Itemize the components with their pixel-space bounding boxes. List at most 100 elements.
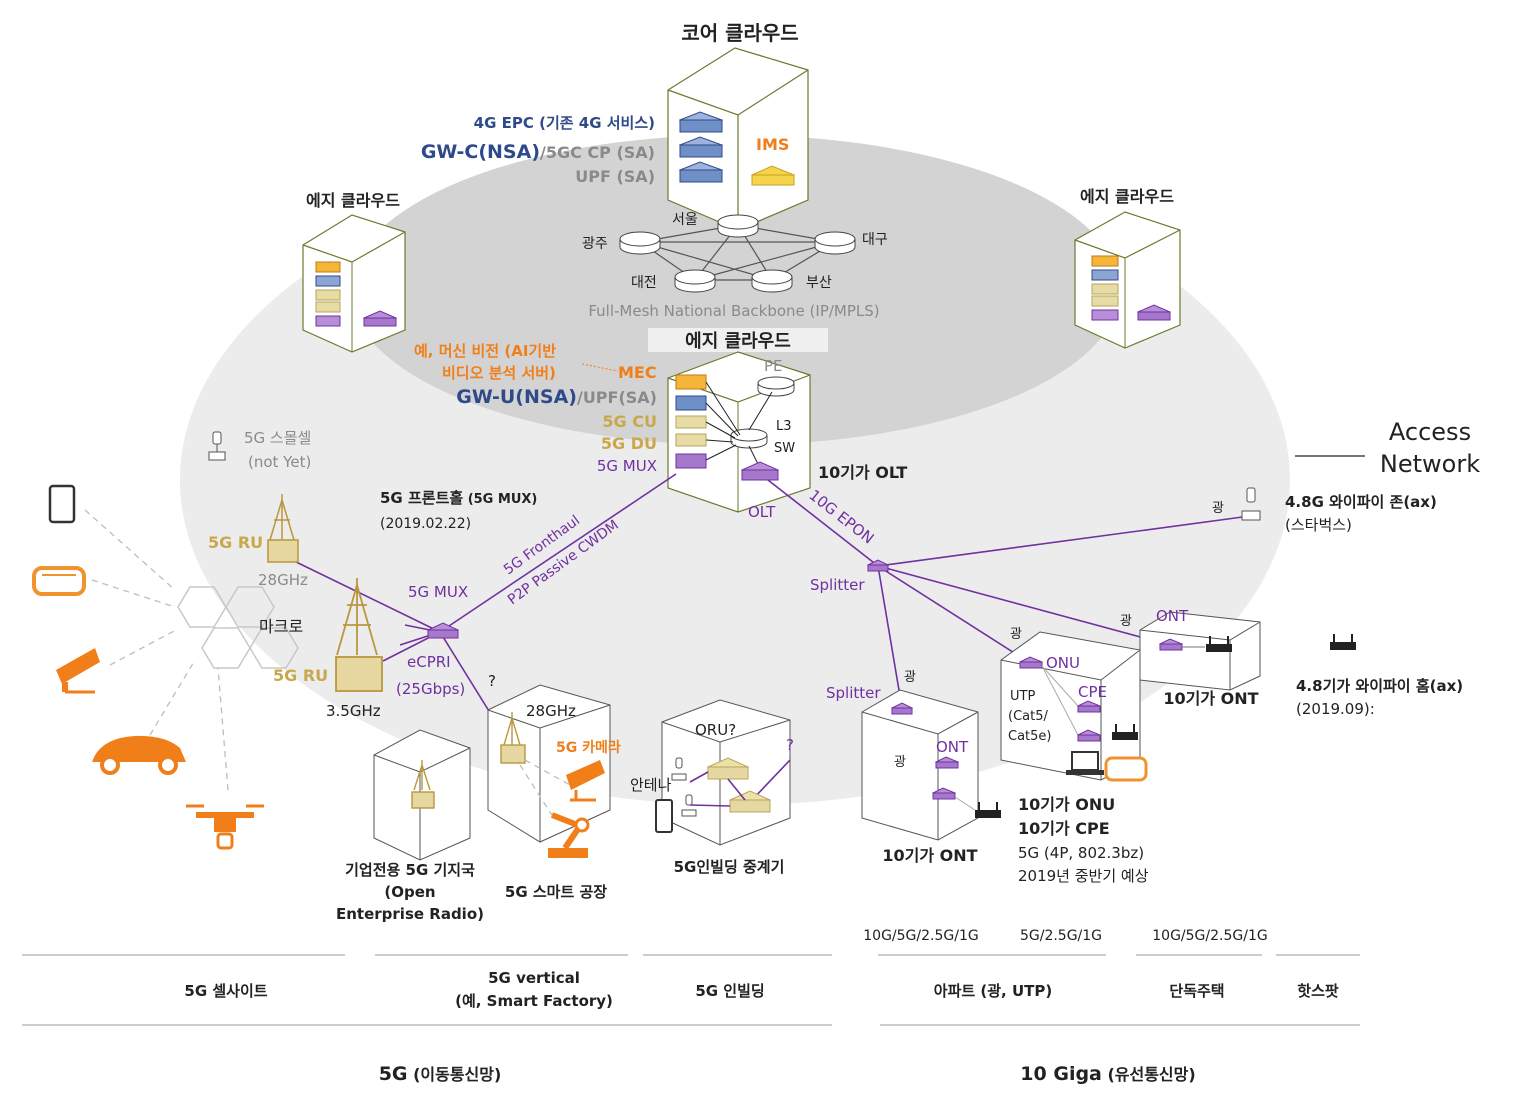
wifi-home-label-1: 4.8기가 와이파이 홈(ax) bbox=[1296, 677, 1463, 695]
small-cell-label-1: 5G 스몰셀 bbox=[244, 429, 311, 447]
dashed-links bbox=[84, 509, 229, 791]
apartment-onu-building bbox=[1000, 631, 1141, 781]
router-seoul bbox=[717, 214, 759, 238]
pe-label: PE bbox=[764, 357, 783, 375]
gwc-label: GW-C(NSA)/5GC CP (SA) bbox=[421, 141, 655, 163]
fronthaul-title-main: 5G 프론트홀 bbox=[380, 489, 463, 507]
edge-center-title-bg bbox=[648, 328, 828, 352]
wifi-zone-label-1: 4.8G 와이파이 존(ax) bbox=[1285, 493, 1437, 511]
cat-5g-cell: 5G 셀사이트 bbox=[184, 982, 267, 1000]
pe-router bbox=[757, 376, 795, 397]
ims-label: IMS bbox=[756, 135, 789, 154]
cpri-label-2: (25Gbps) bbox=[396, 680, 465, 698]
small-cell-label-2: (not Yet) bbox=[248, 453, 311, 471]
splitter-1-label: Splitter bbox=[810, 576, 865, 594]
small-cell-icon bbox=[208, 431, 226, 461]
smart-factory-label: 5G 스마트 공장 bbox=[505, 883, 607, 901]
ru-bottom-label: 5G RU bbox=[273, 666, 328, 685]
macro-label: 마크로 bbox=[259, 617, 303, 636]
drone-icon bbox=[186, 804, 264, 850]
oru-label: ORU? bbox=[695, 721, 736, 739]
city-seoul: 서울 bbox=[672, 212, 698, 228]
macro-cell-hexes bbox=[177, 586, 299, 669]
utp-label-2: (Cat5/ bbox=[1008, 709, 1048, 724]
router-daegu bbox=[814, 231, 856, 255]
speed-1: 10G/5G/2.5G/1G bbox=[863, 928, 978, 944]
vr-headset-icon bbox=[32, 566, 86, 596]
du-label: 5G DU bbox=[601, 434, 657, 453]
house-light: 광 bbox=[1120, 614, 1132, 629]
enterprise-tower-icon bbox=[411, 760, 435, 809]
edge-left-title: 에지 클라우드 bbox=[306, 191, 400, 210]
repeater-label: 5G인빌딩 중계기 bbox=[674, 858, 785, 876]
enterprise-label-2: (Open bbox=[384, 883, 435, 901]
city-gwangju: 광주 bbox=[582, 236, 608, 252]
ims-server-body bbox=[751, 174, 795, 186]
ru-bottom-freq: 3.5GHz bbox=[326, 702, 381, 720]
cat-hotspot: 핫스팟 bbox=[1297, 982, 1339, 1000]
ru-top-label: 5G RU bbox=[208, 533, 263, 552]
gwc-tail: /5GC CP (SA) bbox=[540, 143, 655, 162]
group-10g-tail: (유선통신망) bbox=[1102, 1065, 1196, 1084]
fronthaul-title: 5G 프론트홀 (5G MUX) bbox=[380, 489, 537, 507]
apartment-light: 광 bbox=[1010, 627, 1022, 642]
ont-building-name: 10기가 ONT bbox=[882, 846, 977, 865]
ru-tower-bottom bbox=[335, 578, 383, 692]
mux-device-body bbox=[427, 629, 459, 639]
group-10g-name: 10 Giga bbox=[1020, 1063, 1102, 1085]
question-mark-1: ? bbox=[488, 672, 496, 690]
city-daejeon: 대전 bbox=[631, 275, 657, 291]
repeater-phone-icon bbox=[655, 799, 673, 833]
smart-factory-cube bbox=[487, 684, 611, 843]
l3sw-label-2: SW bbox=[774, 441, 795, 456]
splitter-2-body bbox=[891, 707, 913, 715]
onu-desc-4: 2019년 중반기 예상 bbox=[1018, 867, 1149, 885]
camera-label: 5G 카메라 bbox=[556, 740, 621, 756]
backbone-area bbox=[350, 135, 1120, 445]
enterprise-label-3: Enterprise Radio) bbox=[336, 905, 484, 923]
onu-label: ONU bbox=[1046, 654, 1080, 672]
utp-label-3: Cat5e) bbox=[1008, 729, 1051, 744]
cpri-label-1: eCPRI bbox=[407, 653, 451, 671]
epc-server-stack bbox=[678, 111, 724, 183]
ont-building-router-icon bbox=[975, 802, 1001, 818]
onu-desc-3: 5G (4P, 802.3bz) bbox=[1018, 844, 1144, 862]
ont-building-light-2: 광 bbox=[894, 755, 906, 770]
ont-device-1-body bbox=[935, 761, 959, 769]
car-icon bbox=[92, 735, 186, 775]
edge-right-cube bbox=[1074, 211, 1181, 349]
edge-center-server-stack bbox=[675, 374, 707, 469]
onu-desc-1: 10기가 ONU bbox=[1018, 795, 1115, 814]
edge-center-links bbox=[705, 381, 773, 465]
cctv-camera-icon bbox=[56, 648, 100, 694]
splitter-2-label: Splitter bbox=[826, 684, 881, 702]
core-cloud-title: 코어 클라우드 bbox=[681, 21, 798, 45]
wifi-zone-label-2: (스타벅스) bbox=[1285, 516, 1352, 534]
ont-building-ont-label: ONT bbox=[936, 738, 969, 756]
city-busan: 부산 bbox=[806, 275, 832, 291]
antenna-label: 안테나 bbox=[630, 776, 672, 794]
laptop-icon bbox=[1066, 751, 1104, 775]
edge-center-title: 에지 클라우드 bbox=[685, 331, 791, 352]
apartment-vr-icon bbox=[1104, 756, 1148, 782]
mec-example-1: 예, 머신 비전 (AI기반 bbox=[414, 342, 556, 360]
epc-label: 4G EPC (기존 4G 서비스) bbox=[474, 114, 655, 132]
mux-device-label: 5G MUX bbox=[408, 583, 468, 601]
home-router-icon bbox=[1330, 634, 1356, 650]
question-mark-2: ? bbox=[786, 736, 794, 754]
antenna-icon-1 bbox=[671, 757, 687, 781]
router-daejeon bbox=[674, 269, 716, 293]
onu-desc-2: 10기가 CPE bbox=[1018, 819, 1110, 838]
group-5g: 5G (이동통신망) bbox=[379, 1063, 502, 1085]
access-title-2: Network bbox=[1380, 450, 1480, 478]
utp-label-1: UTP bbox=[1010, 689, 1035, 704]
factory-camera-icon bbox=[566, 760, 605, 802]
ont-building-link bbox=[954, 796, 976, 811]
cat-5g-building: 5G 인빌딩 bbox=[695, 982, 764, 1000]
mec-label: MEC bbox=[618, 363, 657, 382]
factory-freq: 28GHz bbox=[526, 702, 576, 720]
group-5g-name: 5G bbox=[379, 1063, 408, 1085]
cat-house: 단독주택 bbox=[1169, 982, 1224, 1000]
factory-tower-icon bbox=[500, 712, 526, 764]
gwu-label: GW-U(NSA)/UPF(SA) bbox=[456, 386, 657, 408]
